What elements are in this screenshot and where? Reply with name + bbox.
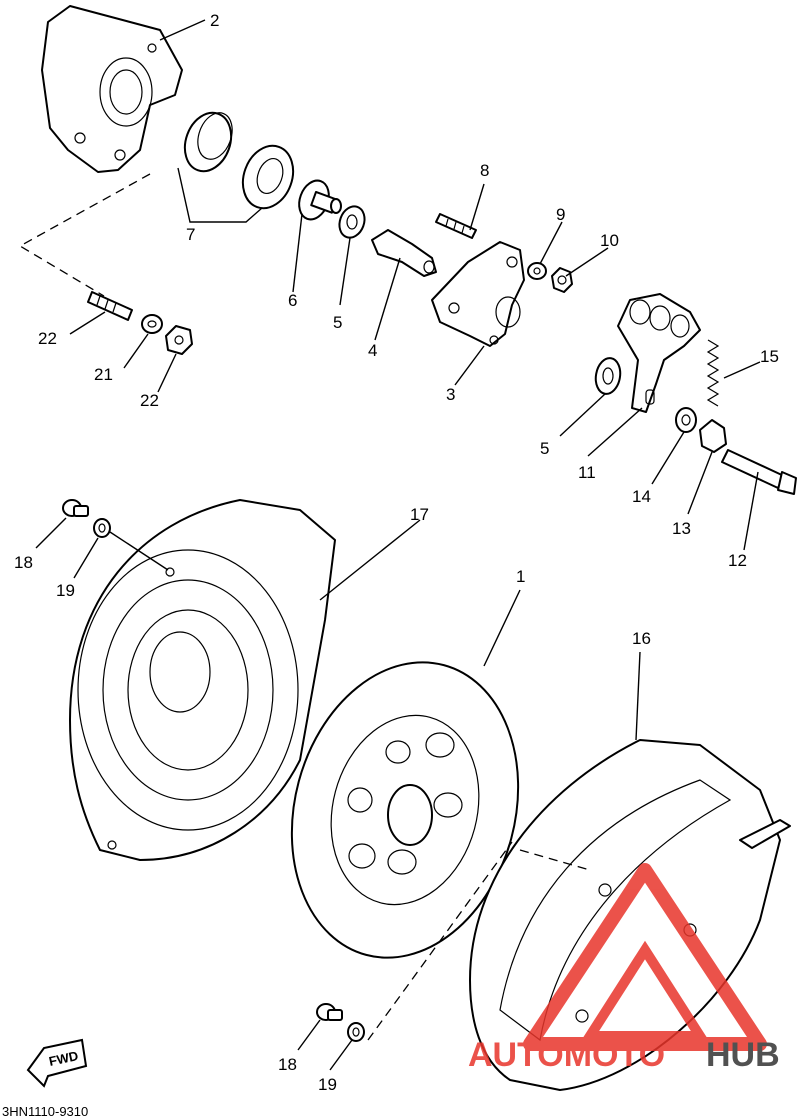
part-10-nut — [551, 267, 573, 293]
assembly-lines — [18, 173, 591, 1041]
label-13: 13 — [672, 519, 691, 538]
part-19-washer-upper — [93, 518, 111, 538]
label-12: 12 — [728, 551, 747, 570]
fwd-label: FWD — [48, 1048, 80, 1069]
drawing-code: 3HN1110-9310 — [2, 1104, 88, 1119]
label-5-upper: 5 — [333, 313, 342, 332]
label-4: 4 — [368, 341, 377, 360]
part-16-backplate — [469, 739, 791, 1091]
label-9: 9 — [556, 205, 565, 224]
part-15-spring — [706, 339, 720, 407]
label-3: 3 — [446, 385, 455, 404]
label-2: 2 — [210, 11, 219, 30]
label-8: 8 — [480, 161, 489, 180]
label-19-lower: 19 — [318, 1075, 337, 1094]
part-2-bracket — [41, 5, 183, 173]
part-8-stud — [435, 213, 477, 239]
label-18-lower: 18 — [278, 1055, 297, 1074]
watermark-logo: AUTOMOTO HUB — [468, 863, 780, 1074]
part-9-washer — [527, 262, 547, 280]
part-22-nut — [165, 325, 193, 355]
part-7-seal-cups — [183, 111, 295, 210]
label-1: 1 — [516, 567, 525, 586]
part-18-bolt-lower — [316, 1003, 343, 1021]
label-18-upper: 18 — [14, 553, 33, 572]
part-5-bearing-lower — [594, 357, 622, 395]
label-17: 17 — [410, 505, 429, 524]
part-3-housing — [431, 241, 525, 347]
label-10: 10 — [600, 231, 619, 250]
label-16: 16 — [632, 629, 651, 648]
part-5-bearing-upper — [338, 205, 366, 239]
part-20-stud — [87, 291, 133, 321]
part-12-bolt — [721, 449, 797, 495]
label-11: 11 — [578, 463, 596, 482]
label-15: 15 — [760, 347, 779, 366]
watermark-part1: AUTOMOTO — [468, 1036, 665, 1074]
part-6-piston-pin — [298, 179, 342, 221]
label-19-upper: 19 — [56, 581, 75, 600]
label-22: 22 — [140, 391, 159, 410]
part-1-disc — [290, 661, 520, 959]
label-20: 22 — [38, 329, 57, 348]
part-11-lever — [617, 293, 701, 413]
part-13-nut — [699, 419, 727, 453]
label-5-lower: 5 — [540, 439, 549, 458]
part-17-cover — [69, 499, 336, 861]
watermark-part2: HUB — [706, 1036, 780, 1074]
label-7: 7 — [186, 225, 195, 244]
part-18-bolt-upper — [62, 499, 89, 517]
leader-lines — [35, 19, 761, 1071]
label-6: 6 — [288, 291, 297, 310]
label-21: 21 — [94, 365, 113, 384]
part-19-washer-lower — [347, 1022, 365, 1042]
part-4-cam — [371, 229, 437, 277]
part-21-washer — [141, 314, 163, 334]
part-labels: 2 7 6 5 4 8 9 10 3 5 11 14 13 12 15 22 2… — [14, 11, 779, 1094]
part-14-washer — [675, 407, 697, 433]
label-14: 14 — [632, 487, 651, 506]
fwd-arrow-icon: FWD — [26, 1038, 88, 1088]
